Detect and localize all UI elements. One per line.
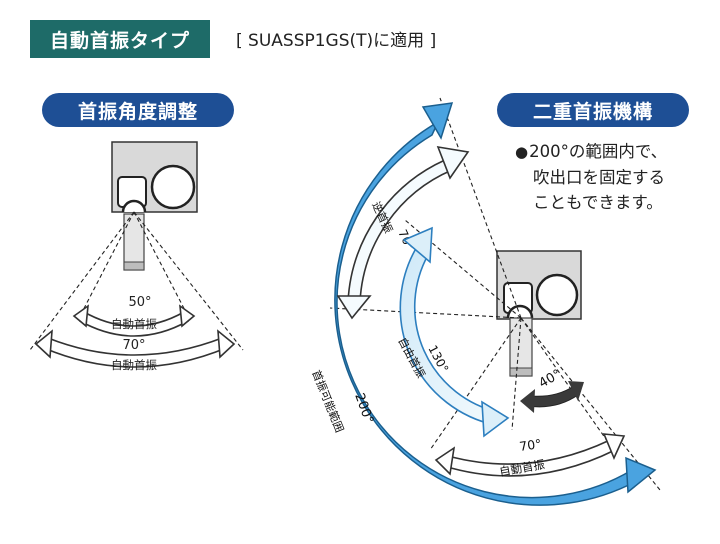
free-130-arrow [399,226,510,438]
lock-40-arrow [520,381,584,413]
right-unit [496,250,582,377]
range-200-label: 首振可能範囲 [309,368,347,434]
left-inner-angle: 50° [128,295,151,310]
left-outer-label: 自動首振 [111,358,157,372]
left-unit-fan [150,164,196,210]
auto-70-arrow [434,433,626,477]
note-line-1: ●200°の範囲内で、 [515,142,668,161]
bullet-icon: ● [515,143,529,161]
right-panel-title: 二重首振機構 [497,93,689,127]
right-unit-fan [535,273,579,317]
lock-40-angle: 40° [537,367,564,392]
range-200-angle: 200° [351,391,376,426]
right-unit-nozzle [509,317,533,377]
right-swing-guides [329,97,661,491]
range-note: ●200°の範囲内で、 吹出口を固定する こともできます。 [515,139,667,215]
auto-70-angle: 70° [518,436,542,454]
note-line-3: こともできます。 [533,193,663,212]
left-outer-arrow [34,329,236,368]
left-inner-arrow [72,304,196,337]
reverse-70-arrow [336,145,470,320]
left-outer-angle: 70° [122,338,145,353]
left-swing-guides [29,211,244,351]
model-note: [ SUASSP1GS(T)に適用 ] [236,31,437,51]
note-line-2: 吹出口を固定する [533,168,665,187]
left-unit [111,141,198,271]
left-panel-title: 首振角度調整 [42,93,234,127]
left-inner-label: 自動首振 [111,317,157,331]
type-tag: 自動首振タイプ [30,20,210,58]
